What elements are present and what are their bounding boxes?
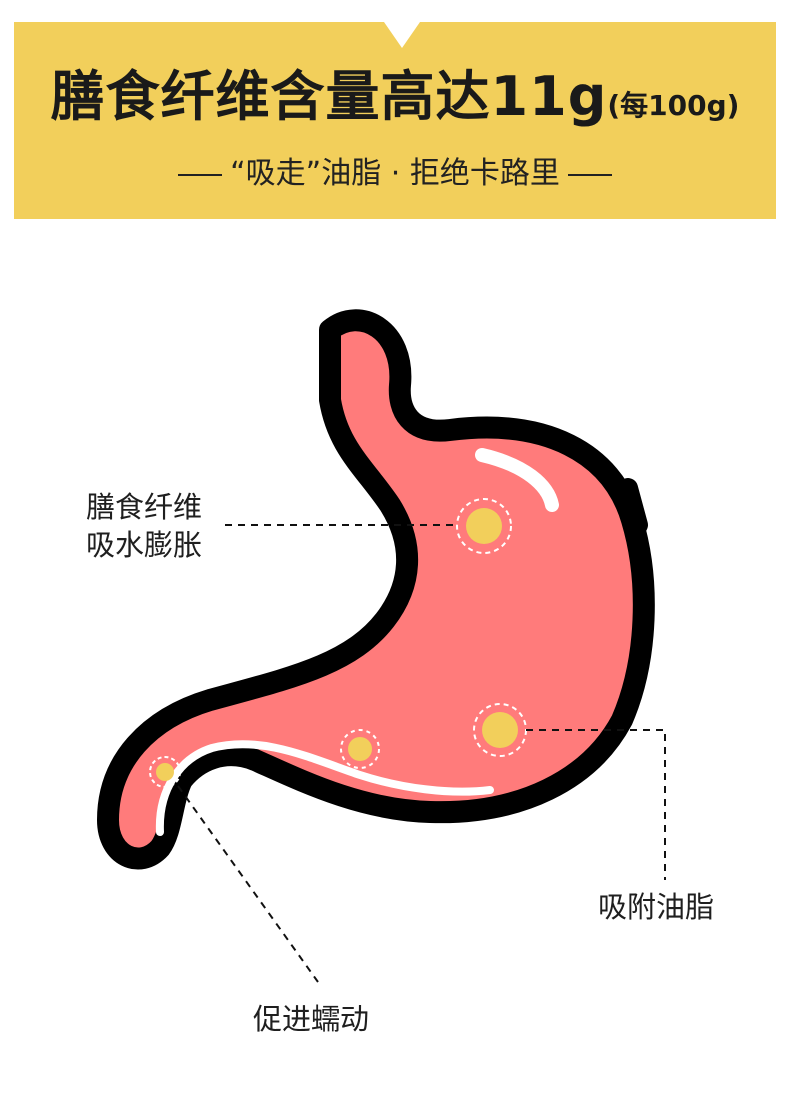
particle-middle	[340, 729, 380, 769]
callout-peristalsis: 促进蠕动	[253, 1002, 370, 1036]
outline-segment-1	[618, 478, 648, 535]
right-dash	[567, 173, 612, 176]
banner-notch	[384, 22, 420, 48]
callout-fiber: 膳食纤维 吸水膨胀	[86, 488, 202, 564]
header-banner	[14, 22, 776, 219]
callout-fiber-line1: 膳食纤维	[86, 490, 203, 524]
subheadline: “吸走”油脂 · 拒绝卡路里	[0, 148, 790, 192]
particle-duodenum	[149, 756, 181, 788]
subheadline-text: “吸走”油脂 · 拒绝卡路里	[230, 156, 560, 191]
headline-unit: (每100g)	[607, 89, 740, 122]
stomach-highlight-top	[475, 448, 559, 512]
leader-peristalsis	[177, 785, 319, 983]
left-dash	[178, 173, 223, 176]
stomach-highlight-bottom	[155, 740, 494, 836]
particle-upper	[456, 498, 512, 554]
callout-oil: 吸附油脂	[598, 890, 715, 924]
headline: 膳食纤维含量高达11g(每100g)	[0, 52, 790, 131]
leader-oil	[526, 729, 666, 880]
headline-main: 膳食纤维含量高达11g	[50, 65, 608, 128]
callout-fiber-line2: 吸水膨胀	[86, 528, 203, 562]
